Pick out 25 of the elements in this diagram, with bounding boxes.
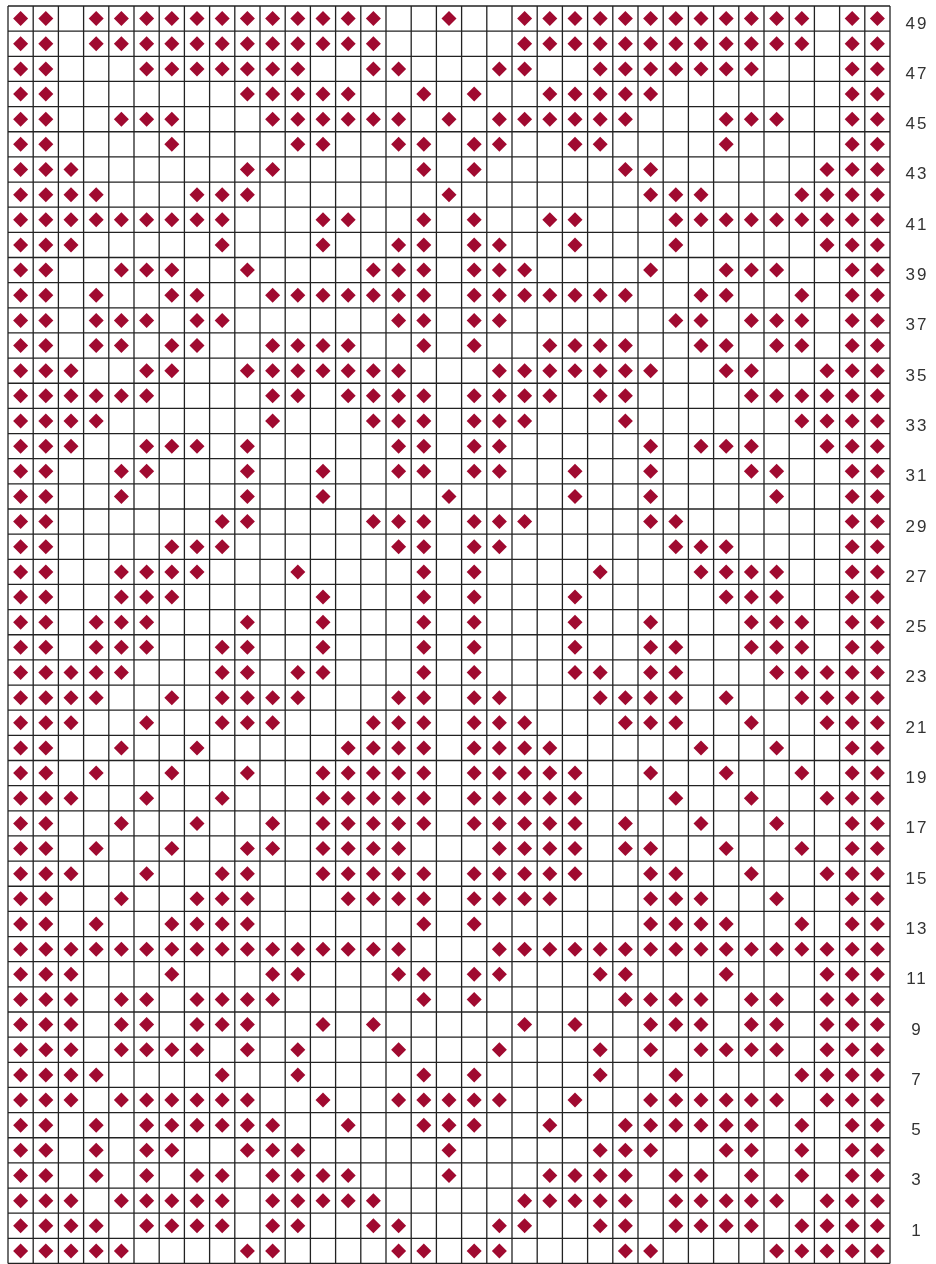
- row-number: 17: [904, 818, 930, 839]
- row-number: 35: [904, 365, 930, 386]
- row-number: 45: [904, 114, 930, 135]
- row-number: 31: [904, 466, 930, 487]
- row-number: 7: [910, 1069, 924, 1090]
- row-number: 41: [904, 214, 930, 235]
- row-number: 25: [904, 617, 930, 638]
- row-number: 33: [904, 415, 930, 436]
- row-number: 23: [904, 667, 930, 688]
- row-number: 5: [910, 1120, 924, 1141]
- row-number: 9: [910, 1019, 924, 1040]
- row-number: 11: [905, 969, 929, 990]
- row-number: 29: [904, 516, 930, 537]
- row-number: 49: [904, 13, 930, 34]
- row-number: 39: [904, 265, 930, 286]
- row-number: 19: [904, 768, 930, 789]
- row-number: 37: [904, 315, 930, 336]
- row-number: 1: [910, 1220, 924, 1241]
- row-number: 15: [904, 868, 930, 889]
- row-number: 21: [904, 717, 930, 738]
- row-number: 47: [904, 63, 930, 84]
- row-number: 13: [904, 918, 930, 939]
- row-number: 3: [910, 1170, 924, 1191]
- row-number: 27: [904, 566, 930, 587]
- row-number: 43: [904, 164, 930, 185]
